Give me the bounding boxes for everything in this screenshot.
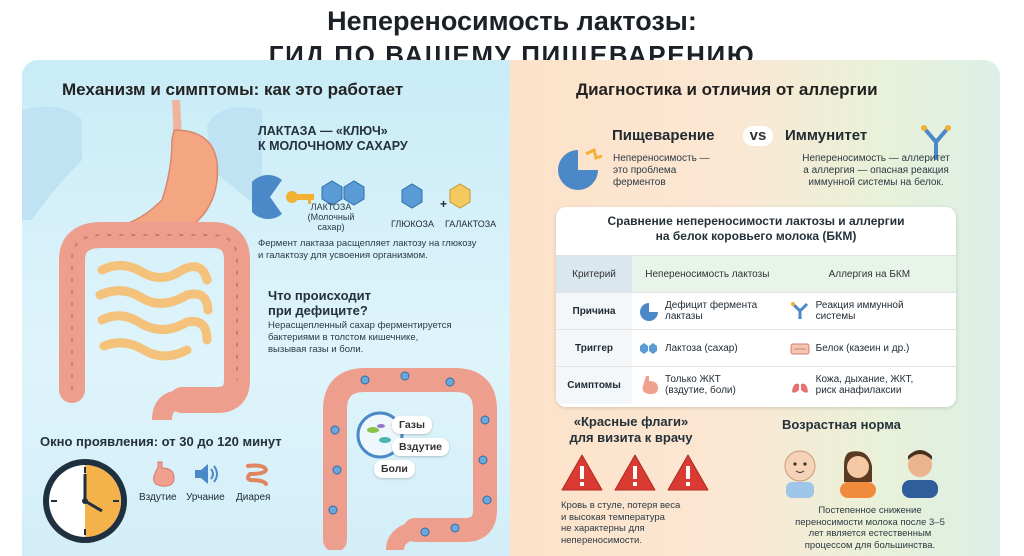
red-flags-desc-line2: и высокая температура	[561, 511, 665, 523]
glucose-molecule-icon	[401, 183, 423, 209]
symptom-window-title: Окно проявления: от 30 до 120 минут	[40, 434, 282, 449]
lactase-title-line2: К МОЛОЧНОМУ САХАРУ	[258, 139, 408, 153]
row-criterion: Причина	[556, 292, 632, 330]
row-criterion: Триггер	[556, 329, 632, 367]
lactose-label: ЛАКТОЗА	[310, 202, 352, 212]
lactase-reaction-diagram	[252, 175, 471, 219]
symptom-label-bloating: Вздутие	[139, 492, 177, 503]
table-title-line2: на белок коровьего молока (БКМ)	[655, 229, 857, 243]
left-header: Механизм и симптомы: как это работает	[62, 80, 404, 99]
comparison-table-card: Сравнение непереносимости лактозы и алле…	[556, 207, 956, 407]
table-header-criterion: Критерий	[556, 255, 632, 293]
bubble-bloating: Вздутие	[392, 438, 449, 456]
digestion-title: Пищеварение	[612, 127, 715, 144]
enzyme-small-icon	[640, 303, 658, 321]
age-norm-desc-line4: процессом для большинства.	[804, 539, 936, 551]
table-title-line1: Сравнение непереносимости лактозы и алле…	[607, 214, 905, 228]
immunity-desc-line3: иммунной системы на белок.	[808, 177, 944, 188]
red-flags-title-line2: для визита к врачу	[569, 430, 693, 445]
red-flags-desc-line3: не характерны для	[561, 523, 645, 534]
man-icon	[902, 450, 938, 498]
row-allergy: Реакция иммунной системы	[815, 300, 904, 322]
immunity-desc-line1: Непереносимость — аллеритет	[802, 153, 950, 164]
digestion-desc-line1: Непереносимость —	[613, 153, 710, 164]
red-flags-desc-line1: Кровь в стуле, потеря веса	[561, 500, 681, 511]
symptom-label-rumbling: Урчание	[186, 492, 225, 503]
lungs-small-icon	[791, 378, 808, 393]
age-norm-desc-line2: переносимости молока после 3–5	[795, 516, 945, 528]
vs-badge: vs	[743, 126, 773, 146]
row-intolerance: Лактоза (сахар)	[665, 342, 738, 354]
red-flags-desc-line4: непереносимости.	[561, 534, 642, 546]
immunity-desc-line2: а аллергия — опасная реакция	[803, 165, 949, 176]
clock-icon	[43, 459, 127, 543]
row-intolerance: Только ЖКТ (вздутие, боли)	[665, 374, 736, 397]
lactase-enzyme-icon	[252, 175, 282, 219]
rumbling-sound-icon	[195, 464, 218, 484]
plus-sign: +	[440, 197, 448, 211]
warning-triangle-icon	[561, 454, 603, 491]
woman-icon	[840, 451, 876, 498]
immunity-title: Иммунитет	[785, 127, 868, 144]
glucose-label: ГЛЮКОЗА	[391, 219, 434, 229]
age-norm-desc-line1: Постепенное снижение	[818, 505, 922, 516]
warning-triangle-icon	[614, 454, 656, 491]
deficit-description-line1: Нерасщепленный сахар ферментируется	[268, 320, 452, 331]
digestive-system-illustration	[22, 100, 262, 420]
enzyme-description-line1: Фермент лактаза расщепляет лактозу на гл…	[258, 238, 477, 249]
row-intolerance: Дефицит фермента лактазы	[665, 300, 758, 322]
enzyme-description-line2: и галактозу для усвоения организмом.	[258, 250, 428, 261]
galactose-label: ГАЛАКТОЗА	[445, 219, 497, 229]
lactose-molecule-icon	[321, 180, 365, 206]
digestion-desc-line3: ферментов	[613, 177, 666, 188]
age-norm-desc-line3: лет является естественным	[808, 528, 932, 539]
bubble-gas: Газы	[392, 416, 432, 434]
symptom-label-diarrhea: Диарея	[236, 492, 271, 503]
enzyme-icon	[558, 147, 603, 190]
colon-gas-illustration	[323, 368, 497, 550]
lactose-small-icon	[640, 343, 657, 354]
table-header-allergy: Аллергия на БКМ	[782, 255, 956, 293]
red-flags-title-line1: «Красные флаги»	[573, 414, 689, 429]
bacteria-magnifier-icon	[356, 411, 404, 459]
key-icon	[286, 191, 314, 204]
digestion-desc-line2: это проблема	[613, 165, 677, 176]
table-row: Причина Дефицит фермента лактазы Реакция…	[556, 292, 956, 330]
galactose-molecule-icon	[449, 183, 471, 209]
lactose-label-sub1: (Молочный	[307, 212, 355, 222]
antibody-small-icon	[790, 302, 808, 319]
row-allergy: Кожа, дыхание, ЖКТ, риск анафилаксии	[815, 374, 914, 397]
age-people-illustration	[784, 450, 938, 498]
warning-triangles	[561, 454, 709, 491]
bubble-pain: Боли	[374, 460, 415, 478]
age-norm-title: Возрастная норма	[782, 417, 901, 432]
deficit-title-line2: при дефиците?	[268, 303, 368, 318]
baby-icon	[784, 450, 816, 498]
table-row: Триггер Лактоза (сахар) Белок (казеин и …	[556, 329, 956, 367]
stomach-small-icon	[642, 376, 658, 395]
deficit-description-line3: вызывая газы и боли.	[268, 344, 364, 355]
table-header-row: Критерий Непереносимость лактозы Аллерги…	[556, 255, 956, 293]
deficit-description-line2: бактериями в толстом кишечнике,	[268, 332, 419, 343]
lactase-title-line1: ЛАКТАЗА — «КЛЮЧ»	[258, 124, 388, 138]
row-allergy: Белок (казеин и др.)	[815, 342, 910, 354]
page-title: Непереносимость лактозы:	[327, 6, 697, 36]
protein-small-icon	[790, 343, 810, 355]
table-row: Симптомы Только ЖКТ (вздутие, боли) Кожа…	[556, 366, 956, 404]
comparison-table: Критерий Непереносимость лактозы Аллерги…	[556, 255, 956, 404]
lactose-label-sub2: сахар)	[317, 222, 345, 232]
antibody-icon	[921, 125, 951, 160]
row-criterion: Симптомы	[556, 366, 632, 404]
right-header: Диагностика и отличия от аллергии	[576, 80, 878, 99]
deficit-title-line1: Что происходит	[268, 288, 371, 303]
diarrhea-intestine-icon	[246, 463, 269, 486]
bloating-stomach-icon	[153, 461, 175, 487]
table-header-intolerance: Непереносимость лактозы	[632, 255, 783, 293]
warning-triangle-icon	[667, 454, 709, 491]
